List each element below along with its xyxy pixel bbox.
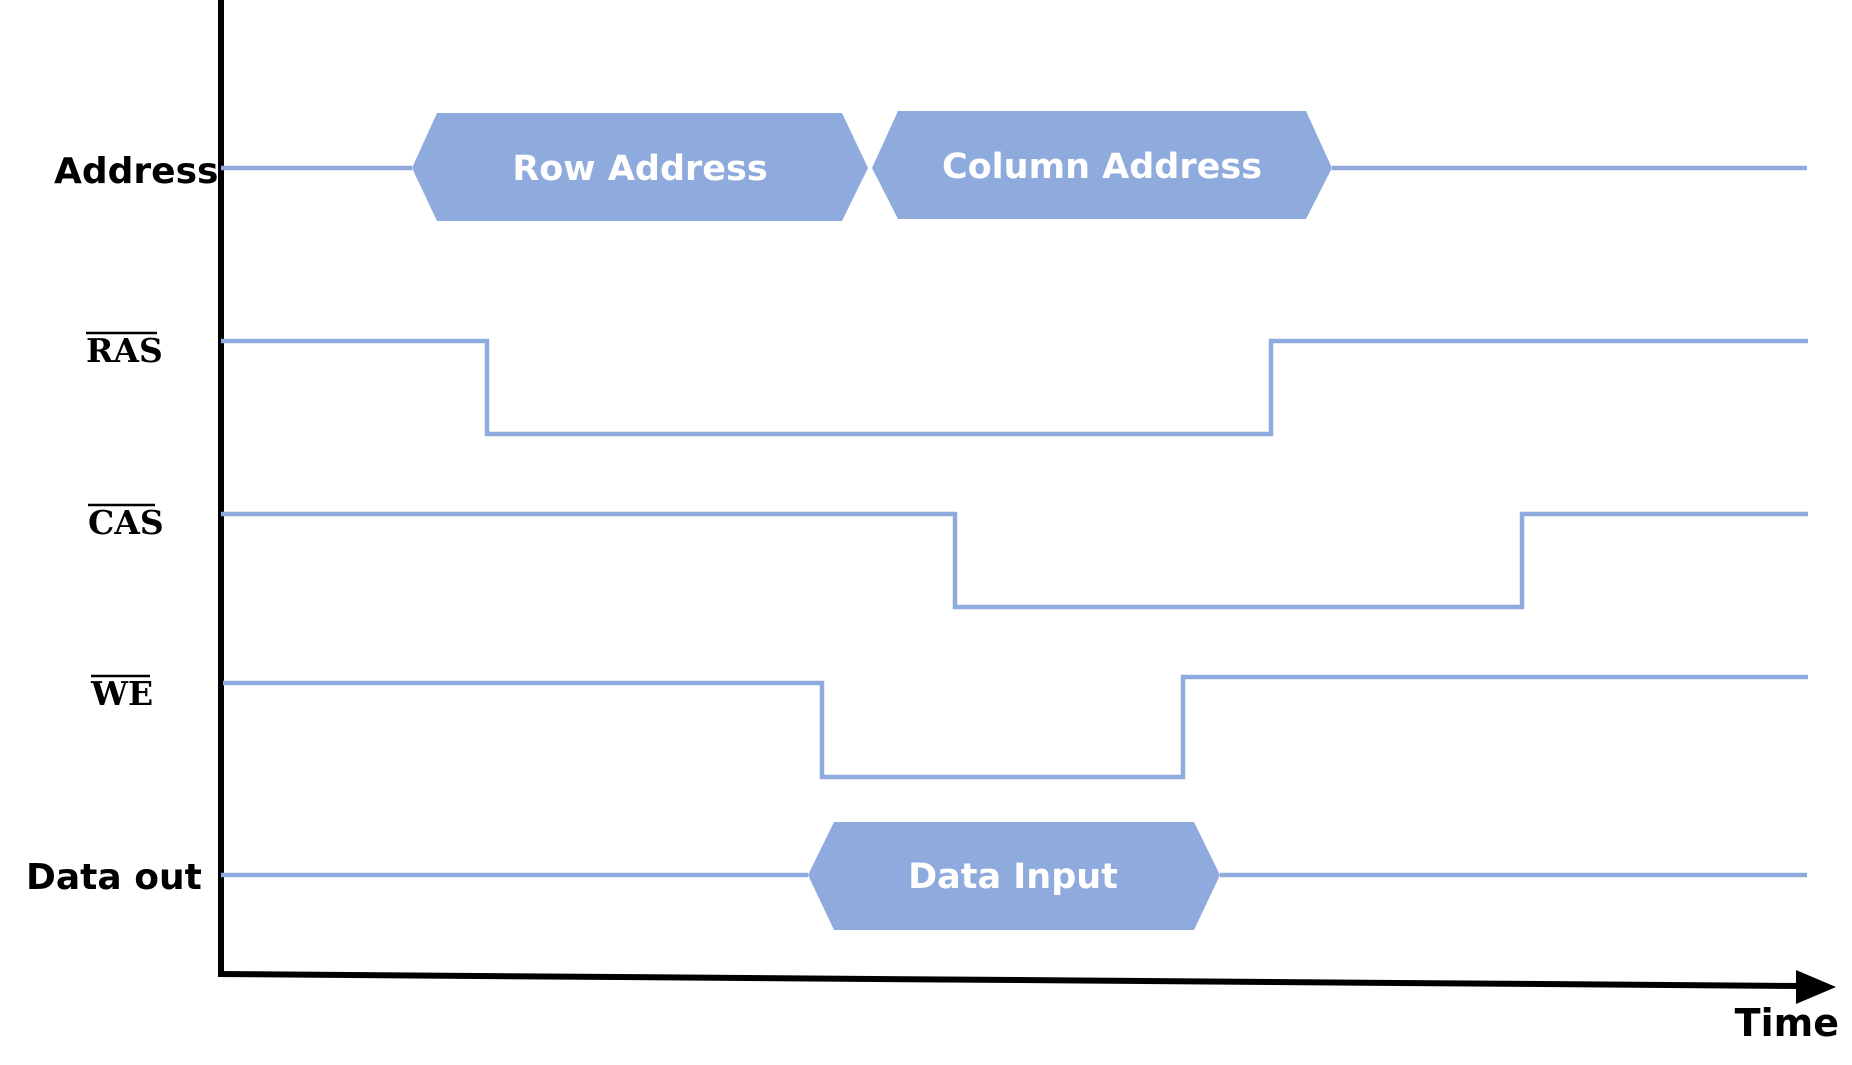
data-input-bus [808,822,1220,930]
we-waveform [223,674,1808,780]
ras-waveform [221,338,1808,437]
cas-label: CAS [88,503,164,542]
we-label: WE [90,674,153,713]
x-axis-arrowhead [1796,970,1836,1004]
data-out-waveform: Data Input [221,822,1807,930]
data-out-label: Data out [26,857,202,898]
x-axis [217,971,1801,989]
time-label: Time [1735,1001,1839,1045]
cas-waveform [221,511,1808,610]
data-input-label: Data Input [908,857,1118,897]
address-waveform: Row Address Column Address [221,111,1807,221]
address-label: Address [54,151,218,192]
row-address-label: Row Address [512,149,767,189]
ras-label: RAS [86,331,163,370]
column-address-bus [872,111,1332,219]
row-address-bus [412,113,868,221]
column-address-label: Column Address [942,147,1262,187]
